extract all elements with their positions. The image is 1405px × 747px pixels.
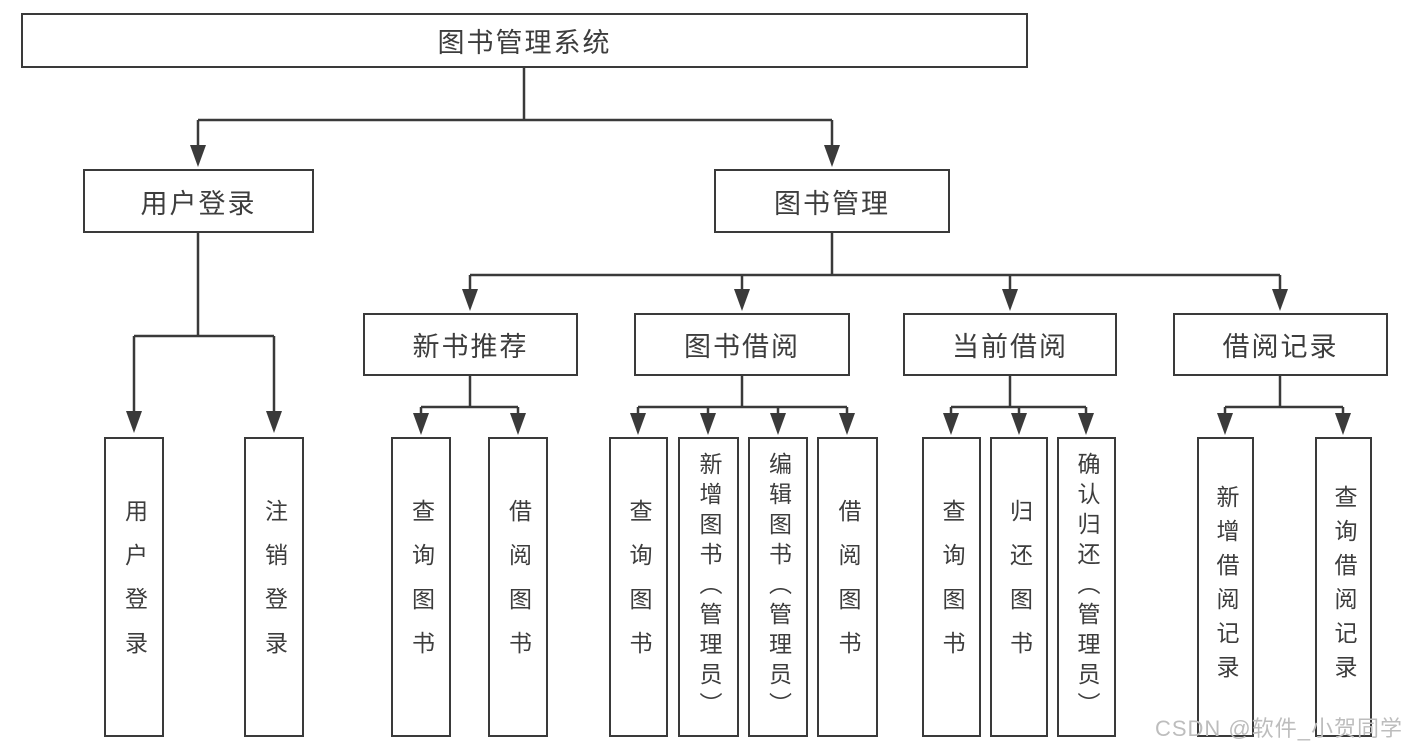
node-current-borrowing: 当前借阅: [903, 313, 1117, 376]
leaf-label: 查询借阅记录: [1331, 485, 1357, 689]
leaf-return-books: 归还图书: [990, 437, 1048, 737]
leaf-query-books-recommend: 查询图书: [391, 437, 451, 737]
node-borrowing-records: 借阅记录: [1173, 313, 1388, 376]
csdn-watermark: CSDN @软件_小贺同学: [1154, 716, 1403, 741]
leaf-user-login: 用户登录: [104, 437, 164, 737]
leaf-label: 查询图书: [408, 499, 435, 675]
leaf-label: 编辑图书（管理员）: [765, 452, 792, 722]
leaf-query-borrow-record: 查询借阅记录: [1315, 437, 1372, 737]
leaf-logout: 注销登录: [244, 437, 304, 737]
node-new-book-recommend: 新书推荐: [363, 313, 578, 376]
leaf-add-book-admin: 新增图书（管理员）: [678, 437, 739, 737]
leaf-edit-book-admin: 编辑图书（管理员）: [748, 437, 808, 737]
leaf-label: 借阅图书: [835, 499, 861, 675]
node-user-login: 用户登录: [83, 169, 314, 233]
leaf-borrow-books-borrowing: 借阅图书: [817, 437, 878, 737]
leaf-query-books-current: 查询图书: [922, 437, 981, 737]
arrow-heads: [126, 145, 1351, 435]
leaf-confirm-return-admin: 确认归还（管理员）: [1057, 437, 1116, 737]
leaf-label: 查询图书: [939, 499, 965, 675]
leaf-borrow-books-recommend: 借阅图书: [488, 437, 548, 737]
leaf-label: 注销登录: [261, 499, 288, 675]
leaf-label: 借阅图书: [505, 499, 532, 675]
node-book-borrowing: 图书借阅: [634, 313, 850, 376]
leaf-label: 查询图书: [626, 499, 652, 675]
leaf-label: 新增图书（管理员）: [696, 452, 722, 722]
leaf-label: 新增借阅记录: [1213, 485, 1239, 689]
leaf-query-books-borrowing: 查询图书: [609, 437, 668, 737]
node-book-management: 图书管理: [714, 169, 950, 233]
leaf-label: 归还图书: [1006, 499, 1033, 675]
node-root: 图书管理系统: [21, 13, 1028, 68]
leaf-label: 用户登录: [121, 499, 148, 675]
leaf-label: 确认归还（管理员）: [1074, 452, 1100, 722]
leaf-add-borrow-record: 新增借阅记录: [1197, 437, 1254, 737]
